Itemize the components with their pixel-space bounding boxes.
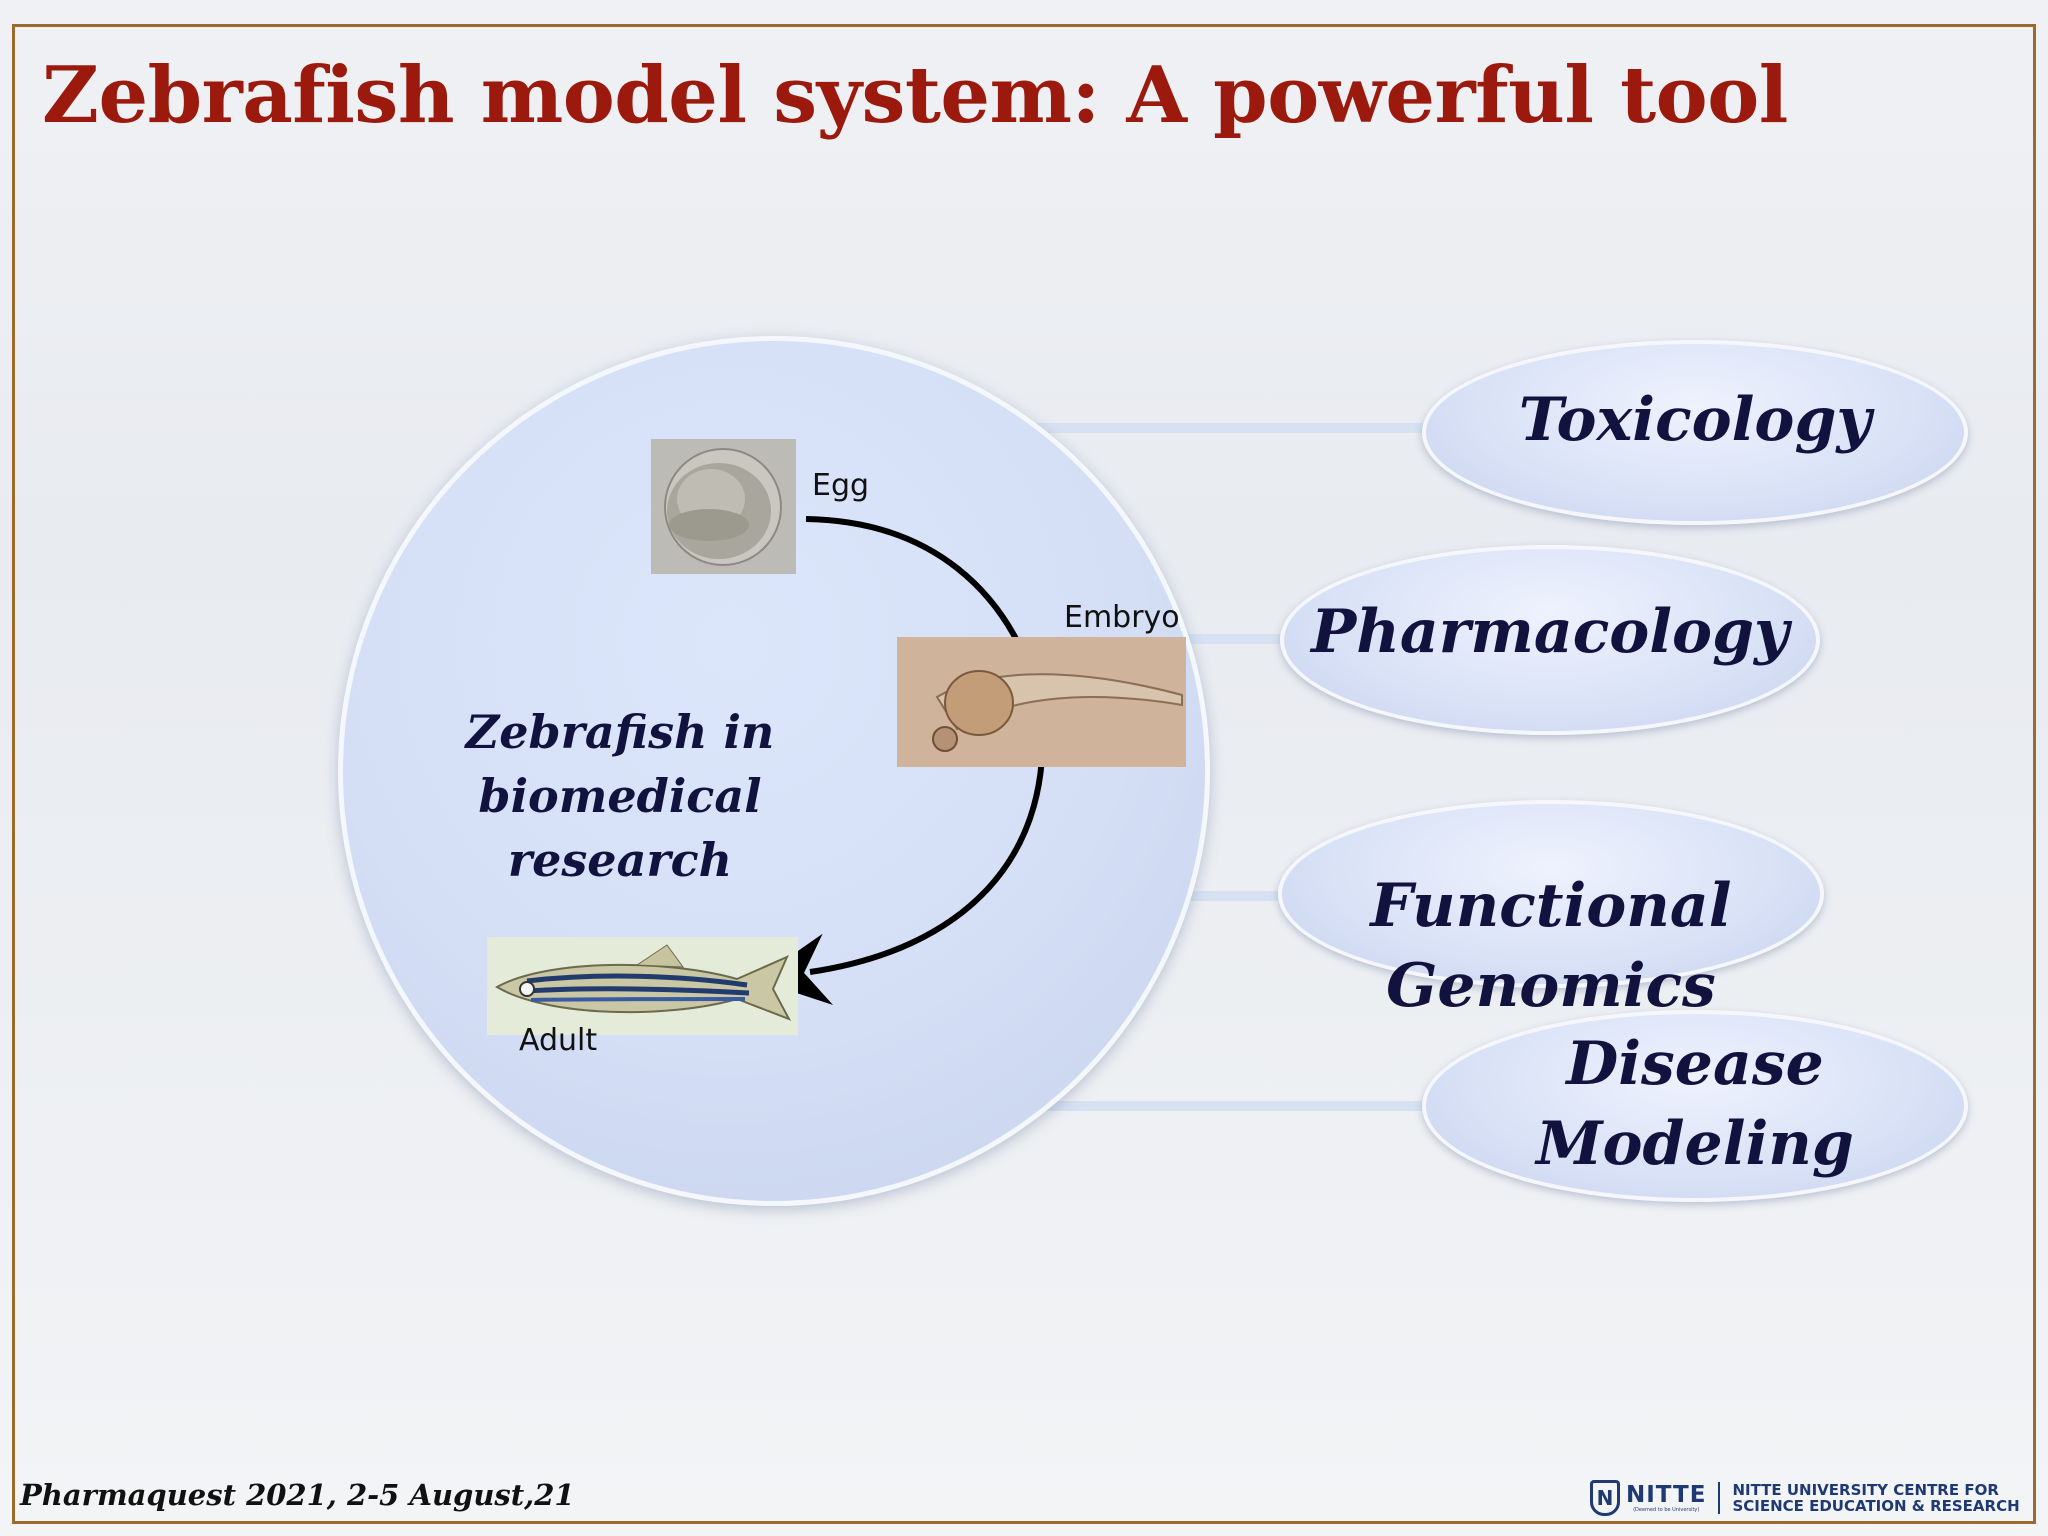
adult-fish-image [487, 937, 798, 1035]
functional-genomics-text-line1: Functional [1370, 871, 1732, 941]
disease-modeling-label: Disease Modeling [1422, 1024, 1968, 1184]
toxicology-oval [1422, 340, 1968, 525]
nitte-logo: N NITTE (Deemed to be University) NITTE … [1590, 1476, 2020, 1520]
toxicology-label: Toxicology [1422, 382, 1968, 458]
institution-line2: SCIENCE EDUCATION & RESEARCH [1732, 1497, 2020, 1515]
disease-modeling-text-line2: Modeling [1536, 1109, 1854, 1179]
embryo-image [897, 637, 1186, 767]
event-footer: Pharmaquest 2021, 2-5 August,21 [20, 1478, 575, 1512]
institution-name: NITTE UNIVERSITY CENTRE FOR SCIENCE EDUC… [1732, 1482, 2019, 1514]
connector-pharmacology [1180, 634, 1310, 644]
logo-name: NITTE [1626, 1481, 1707, 1508]
embryo-label: Embryo [1064, 600, 1180, 635]
logo-divider [1718, 1482, 1721, 1514]
connector-toxicology [1030, 423, 1460, 433]
logo-tagline: (Deemed to be University) [1633, 1506, 1700, 1513]
slide-frame [12, 24, 2036, 1524]
pharmacology-label: Pharmacology [1280, 594, 1820, 670]
central-circle-label: Zebrafish in biomedical research [340, 700, 900, 892]
disease-modeling-text-line1: Disease [1566, 1029, 1824, 1099]
functional-genomics-oval [1278, 800, 1824, 988]
central-circle-label-line1: Zebrafish in biomedical [465, 705, 775, 823]
pharmacology-oval [1280, 545, 1820, 735]
nitte-shield-icon: N [1590, 1480, 1620, 1516]
slide-title: Zebrafish model system: A powerful tool [42, 50, 1788, 141]
connector-functional-genomics [1180, 891, 1310, 901]
institution-line1: NITTE UNIVERSITY CENTRE FOR [1732, 1481, 1999, 1499]
toxicology-text: Toxicology [1518, 385, 1872, 455]
functional-genomics-text-line2: Genomics [1386, 951, 1716, 1021]
disease-modeling-oval [1422, 1010, 1968, 1202]
functional-genomics-label: Functional Genomics [1278, 866, 1824, 1026]
adult-label: Adult [519, 1023, 598, 1058]
pharmacology-text: Pharmacology [1311, 597, 1789, 667]
connector-disease-modeling [1030, 1101, 1460, 1111]
egg-label: Egg [812, 468, 870, 503]
egg-image [651, 439, 796, 574]
logo-wordmark: NITTE (Deemed to be University) [1626, 1483, 1706, 1514]
central-circle-label-line2: research [507, 833, 733, 887]
